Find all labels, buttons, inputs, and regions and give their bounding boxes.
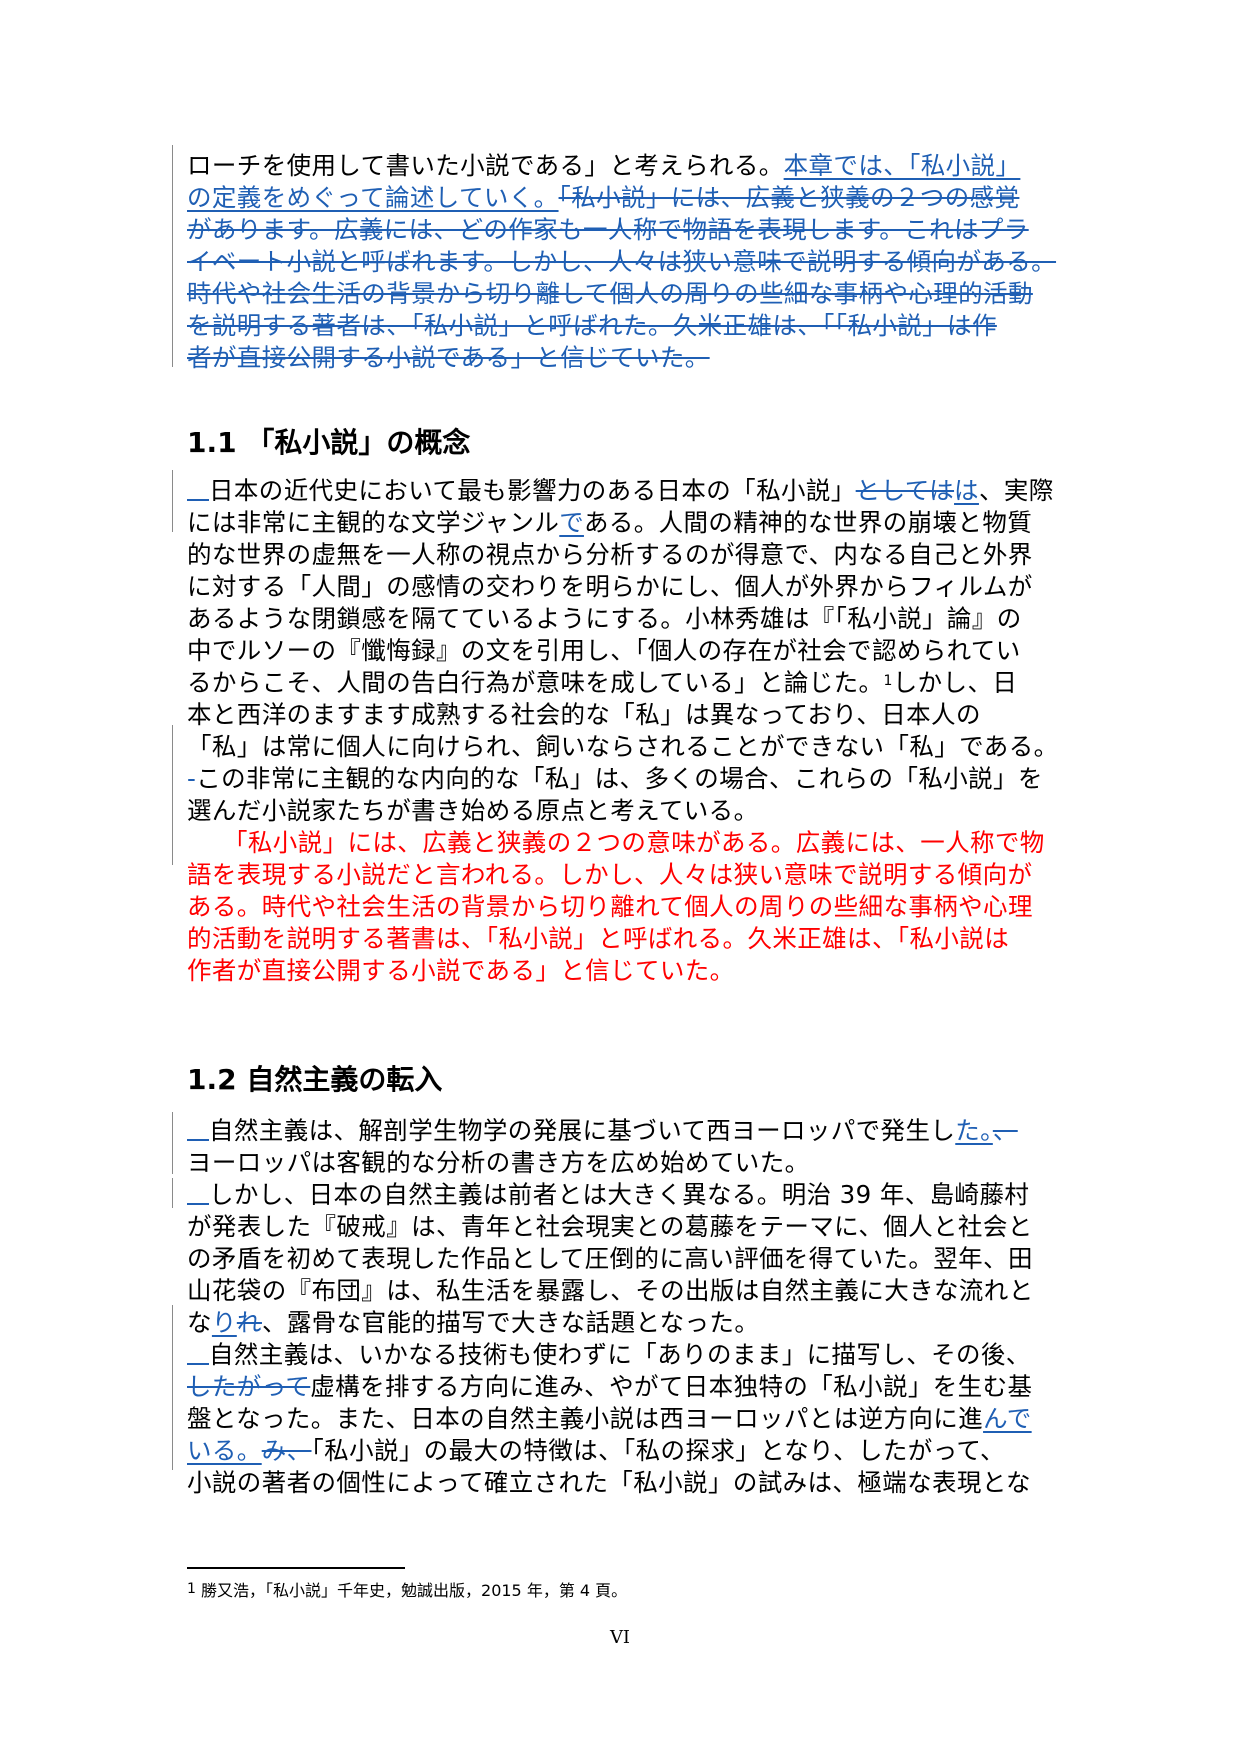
s1-p1-line-5: あるような閉鎖感を隔てているようにする。小林秀雄は『「私小説」論』の: [187, 604, 1022, 633]
deleted-text: 、: [992, 1116, 1018, 1145]
text: な: [187, 1308, 212, 1337]
s2-p3-line-5: 小説の著者の個性によって確立された「私小説」の試みは、極端な表現とな: [187, 1468, 1031, 1497]
text: ある。人間の精神的な世界の崩壊と物質: [583, 508, 1033, 537]
text: 自然主義は、解剖学生物学の発展に基づいて西ヨーロッパで発生し: [209, 1116, 956, 1145]
s1-p1-line-6: 中でルソーの『懺悔録』の文を引用し、「個人の存在が社会で認められてい: [187, 636, 1021, 665]
deleted-text: があります。広義には、どの作家も一人称で物語を表現します。これはプラ: [187, 215, 1029, 244]
inserted-text: いる。: [187, 1436, 262, 1465]
change-bar: [172, 1112, 173, 1174]
s1-p1-line-2: には非常に主観的な文学ジャンルである。人間の精神的な世界の崩壊と物質: [187, 507, 1032, 539]
intro-line-2: の定義をめぐって論述していく。「私小説」には、広義と狭義の２つの感覚: [187, 182, 1019, 214]
footnote: 1 勝又浩，「私小説」千年史，勉誠出版，2015 年，第 4 頁。: [187, 1580, 627, 1602]
s1-p2-line-3: ある。時代や社会生活の背景から切り離れて個人の周りの些細な事柄や心理: [187, 892, 1033, 921]
inserted-text: た。: [955, 1116, 993, 1145]
change-bar: [172, 725, 173, 865]
s2-p2-line-5: なりれ、露骨な官能的描写で大きな話題となった。: [187, 1307, 759, 1339]
deleted-text: 「私小説」には、広義と狭義の２つの感覚: [558, 183, 1020, 212]
intro-line-1: ローチを使用して書いた小説である」と考えられる。本章では、「私小説」: [187, 150, 1020, 182]
s1-p1-line-1: 日本の近代史において最も影響力のある日本の「私小説」としてはは、実際: [187, 475, 1054, 507]
section-heading-1-2: 1.2 自然主義の転入: [187, 1063, 443, 1096]
text: 日本の近代史において最も影響力のある日本の「私小説」: [209, 476, 856, 505]
change-bar: [172, 145, 173, 367]
text: 、露骨な官能的描写で大きな話題となった。: [261, 1308, 760, 1337]
s1-p1-line-8: 本と西洋のますます成熟する社会的な「私」は異なっており、日本人の: [187, 700, 981, 729]
footnote-marker: 1: [187, 1581, 196, 1597]
inserted-text: は: [954, 476, 979, 505]
s1-p1-line-7: るからこそ、人間の告白行為が意味を成している」と論じた。1しかし、日: [187, 667, 1017, 699]
page-number: VI: [609, 1627, 631, 1648]
deleted-text: したがって: [187, 1372, 311, 1401]
inserted-text: で: [559, 508, 584, 537]
s2-p2-line-1: しかし、日本の自然主義は前者とは大きく異なる。明治 39 年、島崎藤村: [187, 1179, 1029, 1211]
inserted-text: 本章では、「私小説」: [783, 151, 1021, 180]
s2-p1-line-2: ヨーロッパは客観的な分析の書き方を広め始めていた。: [187, 1148, 810, 1177]
s2-p2-line-2: が発表した『破戒』は、青年と社会現実との葛藤をテーマに、個人と社会と: [187, 1212, 1033, 1241]
s2-p3-line-3: 盤となった。また、日本の自然主義小説は西ヨーロッパとは逆方向に進んで: [187, 1403, 1032, 1435]
text: しかし、日本の自然主義は前者とは大きく異なる。明治 39 年、島崎藤村: [209, 1180, 1030, 1209]
footnote-separator: [187, 1567, 405, 1569]
inserted-text: んで: [983, 1404, 1032, 1433]
deleted-text: を説明する著者は、「私小説」と呼ばれた。久米正雄は、「「私小説」は作: [187, 311, 997, 340]
text: 虚構を排する方向に進み、やがて日本独特の「私小説」を生む基: [310, 1372, 1033, 1401]
text: 「私小説」の最大の特徴は、「私の探求」となり、したがって、: [311, 1436, 1005, 1465]
s2-p3-line-1: 自然主義は、いかなる技術も使わずに「ありのまま」に描写し、その後、: [187, 1339, 1031, 1371]
s2-p3-line-2: したがって虚構を排する方向に進み、やがて日本独特の「私小説」を生む基: [187, 1371, 1032, 1403]
s1-p2-line-4: 的活動を説明する著書は、「私小説」と呼ばれる。久米正雄は、「私小説は: [187, 924, 1010, 953]
deleted-text: み、: [261, 1436, 312, 1465]
s1-p2-line-5: 作者が直接公開する小説である」と信じていた。: [187, 956, 735, 985]
text: 、実際: [978, 476, 1054, 505]
s1-p1-line-10: -この非常に主観的な内向的な「私」は、多くの場合、これらの「私小説」を: [187, 763, 1043, 795]
deleted-text: としては: [855, 476, 955, 505]
deleted-text: イベート小説と呼ばれます。しかし、人々は狭い意味で説明する傾向がある。: [187, 247, 1057, 276]
deletion-mark: -: [187, 764, 197, 793]
deleted-text: れ: [236, 1308, 262, 1337]
deleted-text: 者が直接公開する小説である」と信じていた。: [187, 343, 710, 372]
text: には非常に主観的な文学ジャンル: [187, 508, 560, 537]
s1-p1-line-4: に対する「人間」の感情の交わりを明らかにし、個人が外界からフィルムが: [187, 572, 1033, 601]
s1-p2-line-1: 「私小説」には、広義と狭義の２つの意味がある。広義には、一人称で物: [223, 828, 1045, 857]
footnote-text: 勝又浩，「私小説」千年史，勉誠出版，2015 年，第 4 頁。: [201, 1581, 628, 1600]
text: ローチを使用して書いた小説である」と考えられる。: [187, 151, 784, 180]
s2-p2-line-4: 山花袋の『布団』は、私生活を暴露し、その出版は自然主義に大きな流れと: [187, 1276, 1034, 1305]
s2-p2-line-3: の矛盾を初めて表現した作品として圧倒的に高い評価を得ていた。翌年、田: [187, 1244, 1033, 1273]
change-bar: [172, 1305, 173, 1470]
text: この非常に主観的な内向的な「私」は、多くの場合、これらの「私小説」を: [196, 764, 1043, 793]
inserted-indent: [187, 1117, 209, 1141]
inserted-indent: [187, 1341, 209, 1365]
inserted-indent: [187, 477, 209, 501]
text: 自然主義は、いかなる技術も使わずに「ありのまま」に描写し、その後、: [209, 1340, 1031, 1369]
inserted-indent: [187, 1181, 209, 1205]
inserted-text: の定義をめぐって論述していく。: [187, 183, 559, 212]
deleted-text: 時代や社会生活の背景から切り離して個人の周りの些細な事柄や心理的活動: [187, 279, 1033, 308]
text: しかし、日: [892, 668, 1018, 697]
s1-p1-line-3: 的な世界の虚無を一人称の視点から分析するのが得意で、内なる自己と外界: [187, 540, 1033, 569]
s1-p1-line-11: 選んだ小説家たちが書き始める原点と考えている。: [187, 796, 759, 825]
change-bar: [172, 1178, 173, 1208]
text: るからこそ、人間の告白行為が意味を成している」と論じた。: [187, 668, 884, 697]
footnote-reference[interactable]: 1: [883, 673, 893, 689]
s1-p2-line-2: 語を表現する小説だと言われる。しかし、人々は狭い意味で説明する傾向が: [187, 860, 1033, 889]
change-bar: [172, 470, 173, 532]
s2-p3-line-4: いる。み、「私小説」の最大の特徴は、「私の探求」となり、したがって、: [187, 1435, 1005, 1467]
s1-p1-line-9: 「私」は常に個人に向けられ、飼いならされることができない「私」である。: [187, 732, 1059, 761]
section-heading-1-1: 1.1 「私小説」の概念: [187, 426, 471, 459]
s2-p1-line-1: 自然主義は、解剖学生物学の発展に基づいて西ヨーロッパで発生した。、: [187, 1115, 1018, 1147]
inserted-text: り: [211, 1308, 237, 1337]
text: 盤となった。また、日本の自然主義小説は西ヨーロッパとは逆方向に進: [187, 1404, 984, 1433]
